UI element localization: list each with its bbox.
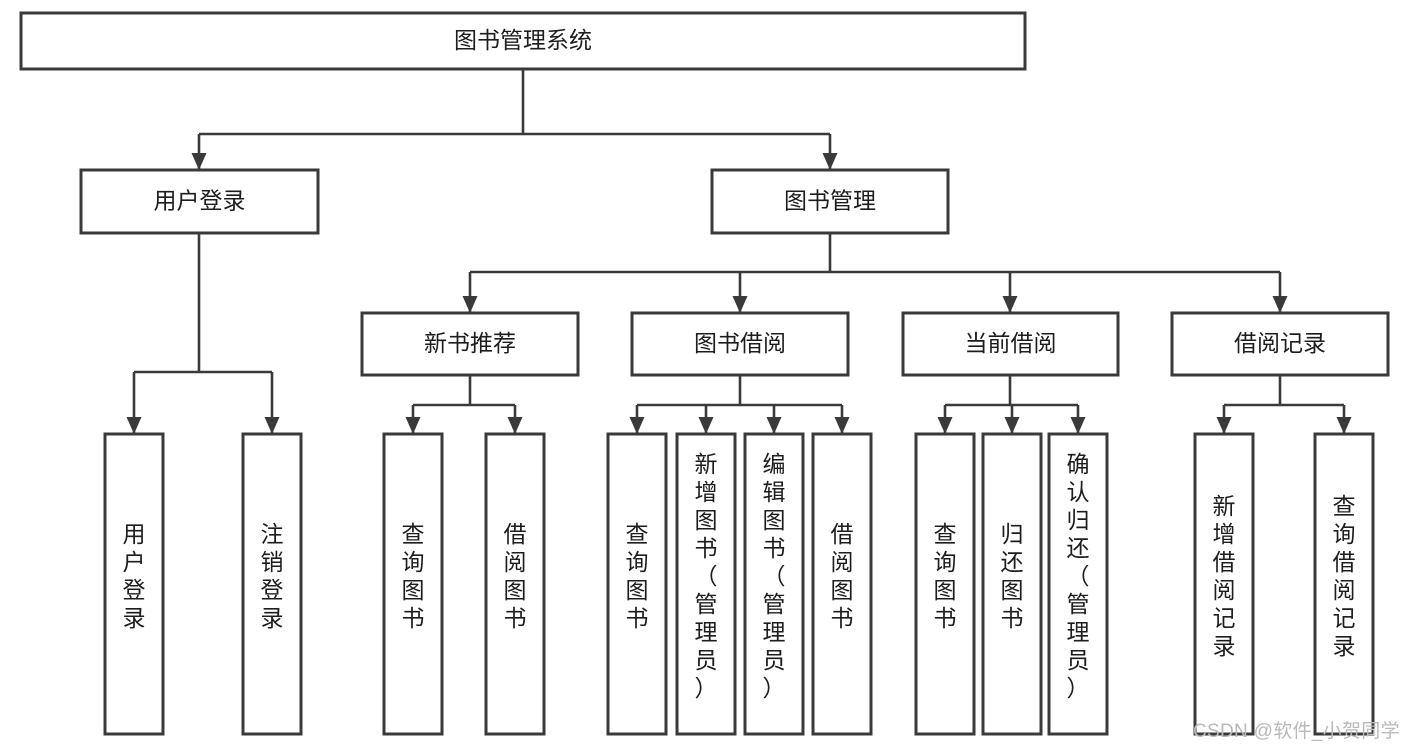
node-box[interactable] bbox=[606, 432, 668, 736]
node-box[interactable] bbox=[743, 432, 805, 736]
leaf-node-leaf-record-add[interactable]: 新增借阅记录 bbox=[1193, 432, 1255, 736]
connector-group-userlogin-to-leaves bbox=[126, 233, 280, 434]
node-label: 借阅图书 bbox=[831, 521, 854, 631]
node-label: 查询图书 bbox=[934, 521, 957, 631]
connector-group-record-to-leaves bbox=[1216, 375, 1352, 434]
node-label: 查询图书 bbox=[626, 521, 649, 631]
leaf-node-leaf-user-logout[interactable]: 注销登录 bbox=[241, 432, 303, 736]
level3-node-new-book-recommend[interactable]: 新书推荐 bbox=[360, 311, 580, 377]
leaf-node-leaf-recommend-borrow-book[interactable]: 借阅图书 bbox=[484, 432, 546, 736]
arrow-head-icon bbox=[834, 417, 850, 434]
leaf-node-leaf-current-confirm-return[interactable]: 确认归还（管理员） bbox=[1047, 432, 1109, 736]
arrow-head-icon bbox=[1004, 417, 1020, 434]
arrow-head-icon bbox=[191, 153, 207, 170]
connector-group-root-to-level2 bbox=[191, 69, 838, 170]
arrow-head-icon bbox=[698, 417, 714, 434]
node-box[interactable] bbox=[914, 432, 976, 736]
level3-node-borrow-record[interactable]: 借阅记录 bbox=[1170, 311, 1390, 377]
arrow-head-icon bbox=[732, 296, 748, 313]
level3-node-current-borrow[interactable]: 当前借阅 bbox=[901, 311, 1120, 377]
leaf-node-leaf-recommend-query-book[interactable]: 查询图书 bbox=[382, 432, 444, 736]
leaf-node-leaf-borrow-edit-book[interactable]: 编辑图书（管理员） bbox=[743, 432, 805, 736]
arrow-head-icon bbox=[462, 296, 478, 313]
connector-group-recommend-to-leaves bbox=[405, 375, 523, 434]
arrow-head-icon bbox=[629, 417, 645, 434]
level2-node-book-management[interactable]: 图书管理 bbox=[710, 168, 950, 235]
arrow-head-icon bbox=[766, 417, 782, 434]
node-label: 借阅图书 bbox=[504, 521, 527, 631]
arrow-head-icon bbox=[264, 417, 280, 434]
node-label: 新增图书（管理员） bbox=[695, 451, 718, 701]
node-box[interactable] bbox=[19, 11, 1027, 71]
arrow-head-icon bbox=[1070, 417, 1086, 434]
node-label: 用户登录 bbox=[154, 188, 246, 214]
arrow-head-icon bbox=[1272, 296, 1288, 313]
level2-node-user-login[interactable]: 用户登录 bbox=[79, 168, 320, 235]
node-label: 图书借阅 bbox=[694, 330, 786, 356]
connector-group-bookmgmt-to-level3 bbox=[462, 233, 1288, 313]
node-box[interactable] bbox=[675, 432, 737, 736]
node-label: 图书管理 bbox=[784, 188, 876, 214]
node-box[interactable] bbox=[382, 432, 444, 736]
node-box[interactable] bbox=[79, 168, 320, 235]
root-node-root[interactable]: 图书管理系统 bbox=[19, 11, 1027, 71]
connectors-layer bbox=[126, 69, 1352, 434]
leaf-node-leaf-user-login[interactable]: 用户登录 bbox=[103, 432, 165, 736]
node-box[interactable] bbox=[630, 311, 850, 377]
node-label: 新增借阅记录 bbox=[1213, 493, 1236, 659]
nodes-layer: 图书管理系统用户登录图书管理新书推荐图书借阅当前借阅借阅记录用户登录注销登录查询… bbox=[19, 11, 1390, 736]
arrow-head-icon bbox=[126, 417, 142, 434]
node-box[interactable] bbox=[1170, 311, 1390, 377]
node-label: 图书管理系统 bbox=[454, 27, 592, 53]
node-box[interactable] bbox=[241, 432, 303, 736]
level3-node-book-borrow[interactable]: 图书借阅 bbox=[630, 311, 850, 377]
arrow-head-icon bbox=[822, 153, 838, 170]
node-label: 确认归还（管理员） bbox=[1067, 451, 1090, 701]
node-box[interactable] bbox=[103, 432, 165, 736]
node-box[interactable] bbox=[811, 432, 873, 736]
arrow-head-icon bbox=[405, 417, 421, 434]
connector-group-borrow-to-leaves bbox=[629, 375, 850, 434]
arrow-head-icon bbox=[507, 417, 523, 434]
node-label: 编辑图书（管理员） bbox=[763, 451, 786, 701]
arrow-head-icon bbox=[1336, 417, 1352, 434]
leaf-node-leaf-record-query[interactable]: 查询借阅记录 bbox=[1313, 432, 1375, 736]
arrow-head-icon bbox=[1002, 296, 1018, 313]
node-box[interactable] bbox=[1193, 432, 1255, 736]
node-label: 归还图书 bbox=[1001, 521, 1024, 631]
leaf-node-leaf-current-return-book[interactable]: 归还图书 bbox=[981, 432, 1043, 736]
node-label: 用户登录 bbox=[123, 521, 146, 631]
leaf-node-leaf-borrow-add-book[interactable]: 新增图书（管理员） bbox=[675, 432, 737, 736]
node-box[interactable] bbox=[1313, 432, 1375, 736]
arrow-head-icon bbox=[1216, 417, 1232, 434]
leaf-node-leaf-borrow-query-book[interactable]: 查询图书 bbox=[606, 432, 668, 736]
node-box[interactable] bbox=[360, 311, 580, 377]
node-label: 借阅记录 bbox=[1234, 330, 1326, 356]
node-label: 当前借阅 bbox=[965, 330, 1057, 356]
node-label: 注销登录 bbox=[261, 521, 284, 631]
leaf-node-leaf-current-query-book[interactable]: 查询图书 bbox=[914, 432, 976, 736]
arrow-head-icon bbox=[937, 417, 953, 434]
leaf-node-leaf-borrow-borrow-book[interactable]: 借阅图书 bbox=[811, 432, 873, 736]
node-label: 查询图书 bbox=[402, 521, 425, 631]
node-box[interactable] bbox=[1047, 432, 1109, 736]
node-box[interactable] bbox=[484, 432, 546, 736]
connector-group-current-to-leaves bbox=[937, 375, 1086, 434]
node-label: 查询借阅记录 bbox=[1333, 493, 1356, 659]
node-box[interactable] bbox=[710, 168, 950, 235]
node-box[interactable] bbox=[981, 432, 1043, 736]
node-label: 新书推荐 bbox=[424, 330, 516, 356]
node-box[interactable] bbox=[901, 311, 1120, 377]
